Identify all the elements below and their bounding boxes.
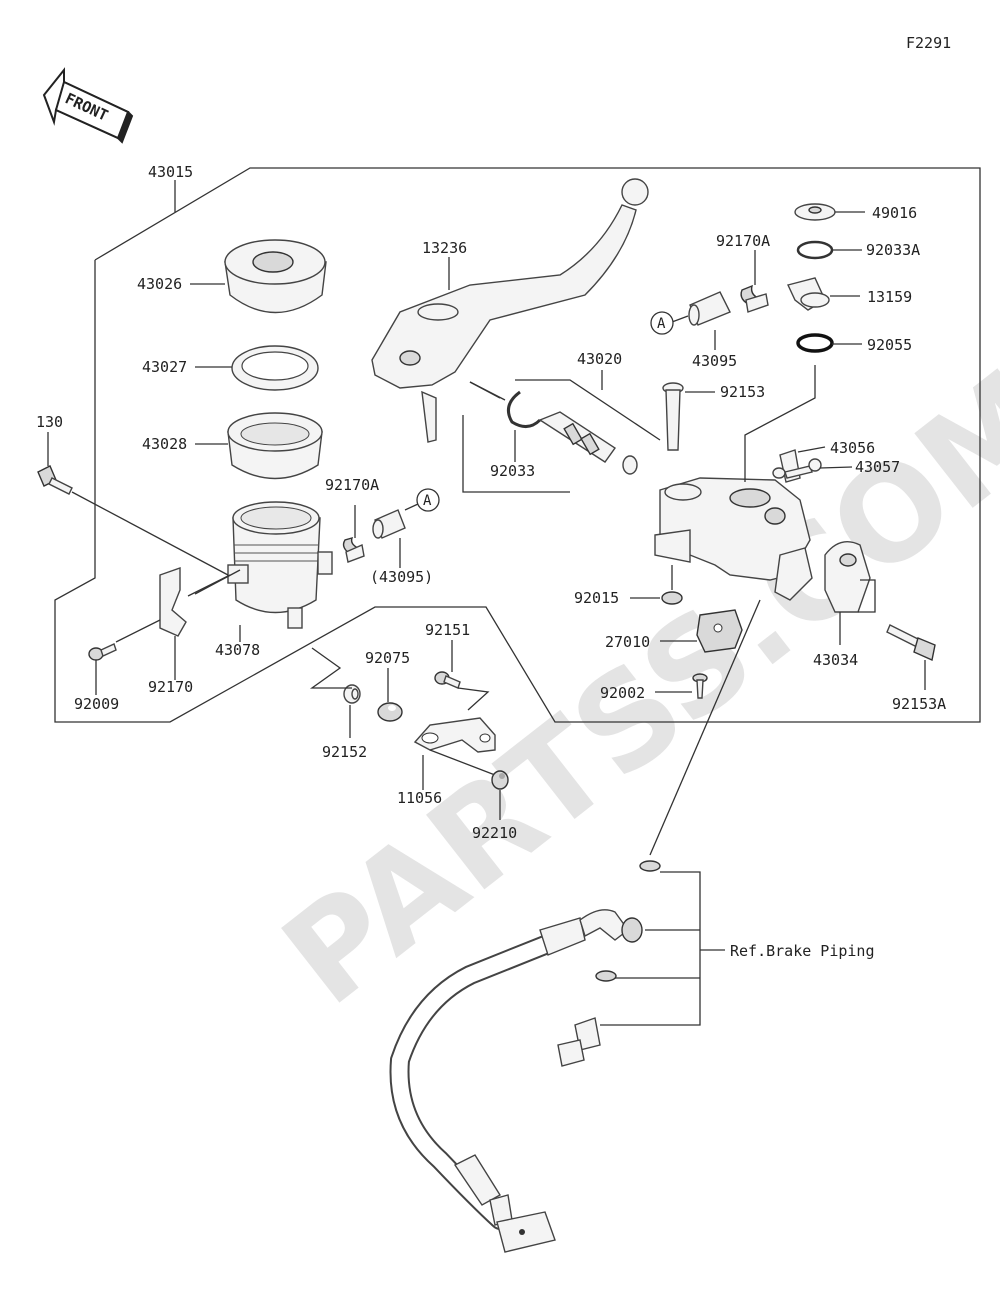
assembly-outline [54,167,981,723]
label-92151: 92151 [425,621,470,639]
ref-bracket-outer [600,871,701,1026]
label-11056: 11056 [397,789,442,807]
cap-43057 [772,458,822,479]
label-13236: 13236 [422,239,467,257]
fitting-13159 [787,277,830,311]
piston-assembly [538,411,638,475]
leader-92055-to-body [744,365,816,482]
label-92210: 92210 [472,824,517,842]
leader-11056-to-nut [429,749,496,776]
collar-92152 [343,684,361,704]
bolt-92153a [886,624,936,661]
circlip-92033 [506,390,542,428]
callout-a-left [416,488,440,512]
bracket-43034 [858,579,876,613]
master-cylinder-body [654,477,813,601]
piston-outline-top [515,379,661,441]
diaphragm [227,412,323,480]
leader-92009-to-bracket [115,619,161,643]
leader-92151-to-bracket [457,687,490,711]
label-92033a: 92033A [866,241,920,259]
label-130: 130 [36,413,63,431]
hose-43095-left [372,509,406,539]
clamp-43034 [824,541,871,613]
label-49016: 49016 [872,204,917,222]
leader-callout-a-right [671,315,689,323]
bolt-92153 [662,382,684,451]
label-92170: 92170 [148,678,193,696]
bolt-92151 [434,671,461,689]
leader-43057 [819,466,853,469]
label-43078: 43078 [215,641,260,659]
oring-92055 [796,333,834,353]
label-43026: 43026 [137,275,182,293]
nut-92015 [661,591,683,605]
callout-a-right-text: A [657,316,666,332]
front-arrow-icon: FRONT [42,67,134,144]
label-43015: 43015 [148,163,193,181]
label-13159: 13159 [867,288,912,306]
label-92170a-left: 92170A [325,476,379,494]
label-43056: 43056 [830,439,875,457]
screw-92002 [692,673,708,699]
label-92170a-right: 92170A [716,232,770,250]
nut-92210 [491,770,509,790]
label-43027: 43027 [142,358,187,376]
label-92153: 92153 [720,383,765,401]
bolt-130 [37,465,73,495]
label-43095-right: 43095 [692,352,737,370]
circlip-92033a [796,240,834,260]
label-92015: 92015 [574,589,619,607]
grommet-92075 [377,702,403,722]
hose-43095-right [688,291,731,326]
callout-a-left-text: A [423,493,432,509]
label-92002: 92002 [600,684,645,702]
screw-92009 [88,643,117,661]
label-43034: 43034 [813,651,858,669]
label-92055: 92055 [867,336,912,354]
label-43020: 43020 [577,350,622,368]
clamp-92170a-right [740,284,769,313]
ref-brake-piping-note: Ref.Brake Piping [730,942,875,960]
bracket-11056 [413,717,496,753]
label-27010: 27010 [605,633,650,651]
label-92033: 92033 [490,462,535,480]
leader-callout-a-left [404,503,419,511]
brake-hose [389,860,661,1253]
label-92152: 92152 [322,743,367,761]
diagram-code: F2291 [906,34,951,52]
clamp-92170a-left [342,536,365,563]
label-43057: 43057 [855,458,900,476]
leader-to-piping [649,599,761,856]
piston-outline [462,415,570,493]
label-92075: 92075 [365,649,410,667]
leader-130-to-tank [71,491,229,576]
label-43028: 43028 [142,435,187,453]
brake-lever [371,178,649,443]
leader-43056 [797,446,826,453]
leader-lever-to-piston [469,381,506,401]
label-92153a: 92153A [892,695,946,713]
leader-bracket-link [194,569,241,595]
cap-49016 [794,203,836,221]
leader-92152-path [309,647,352,689]
label-43095-paren: (43095) [370,568,433,586]
label-92009: 92009 [74,695,119,713]
callout-a-right [650,311,674,335]
reservoir-tank [227,501,333,629]
bracket-92170 [159,567,187,637]
switch-27010 [696,609,743,653]
diaphragm-plate [231,345,319,391]
reservoir-cap [224,239,327,314]
